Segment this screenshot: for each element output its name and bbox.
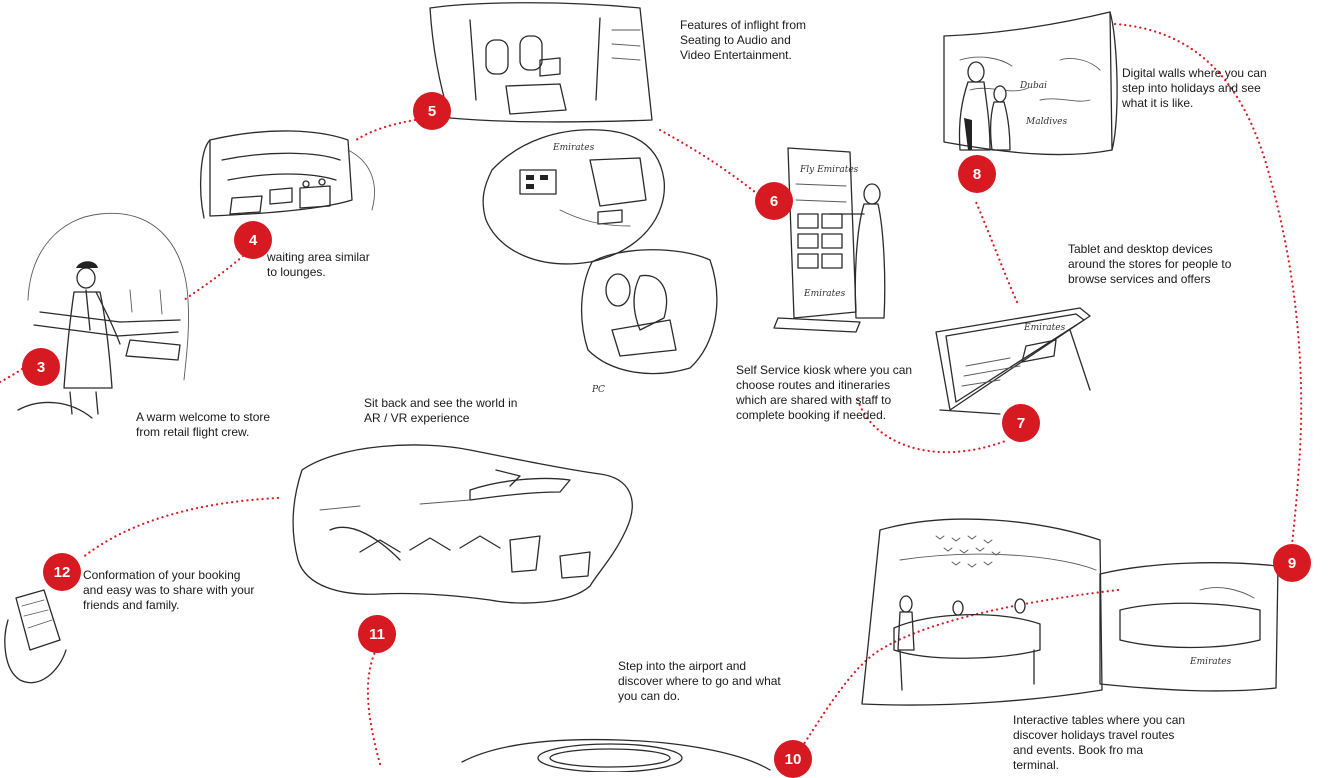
kiosk-brand-text: Emirates: [803, 289, 846, 299]
step-7-badge: 7: [1002, 404, 1040, 442]
wall-label-maldives: Maldives: [1025, 117, 1068, 127]
step-8-badge: 8: [958, 155, 996, 193]
kiosk-header-text: Fly Emirates: [799, 165, 859, 175]
step-6-badge: 6: [755, 182, 793, 220]
tablet-header-text: Emirates: [1023, 323, 1066, 333]
cabin-brand-text: Emirates: [552, 143, 595, 153]
journey-path: [0, 22, 1303, 766]
tablet-sketch: Emirates: [935, 307, 1091, 415]
wall-label-dubai: Dubai: [1019, 81, 1047, 91]
table-brand-text: Emirates: [1189, 657, 1232, 667]
step-4-badge: 4: [234, 221, 272, 259]
step-9-badge: 9: [1273, 544, 1311, 582]
interactive-table-sketch: Emirates: [861, 518, 1279, 706]
cabin-sketch-middle: Emirates: [482, 129, 665, 265]
digital-wall-sketch: Dubai Maldives: [943, 11, 1118, 156]
cabin-sketch-top: [429, 2, 653, 123]
step-11-badge: 11: [358, 615, 396, 653]
kiosk-sketch: Fly Emirates Emirates: [773, 147, 886, 333]
phone-sketch: [4, 589, 67, 684]
ar-vr-sketch: [292, 444, 633, 604]
signature-text: PC: [591, 385, 605, 395]
step-10-badge: 10: [774, 740, 812, 778]
step-3-badge: 3: [22, 348, 60, 386]
crew-welcome-sketch: [17, 212, 189, 419]
lounge-sketch: [199, 130, 375, 219]
step-5-badge: 5: [413, 92, 451, 130]
airport-sketch: [461, 738, 771, 772]
cabin-sketch-bottom: PC: [580, 249, 718, 395]
step-12-badge: 12: [43, 553, 81, 591]
